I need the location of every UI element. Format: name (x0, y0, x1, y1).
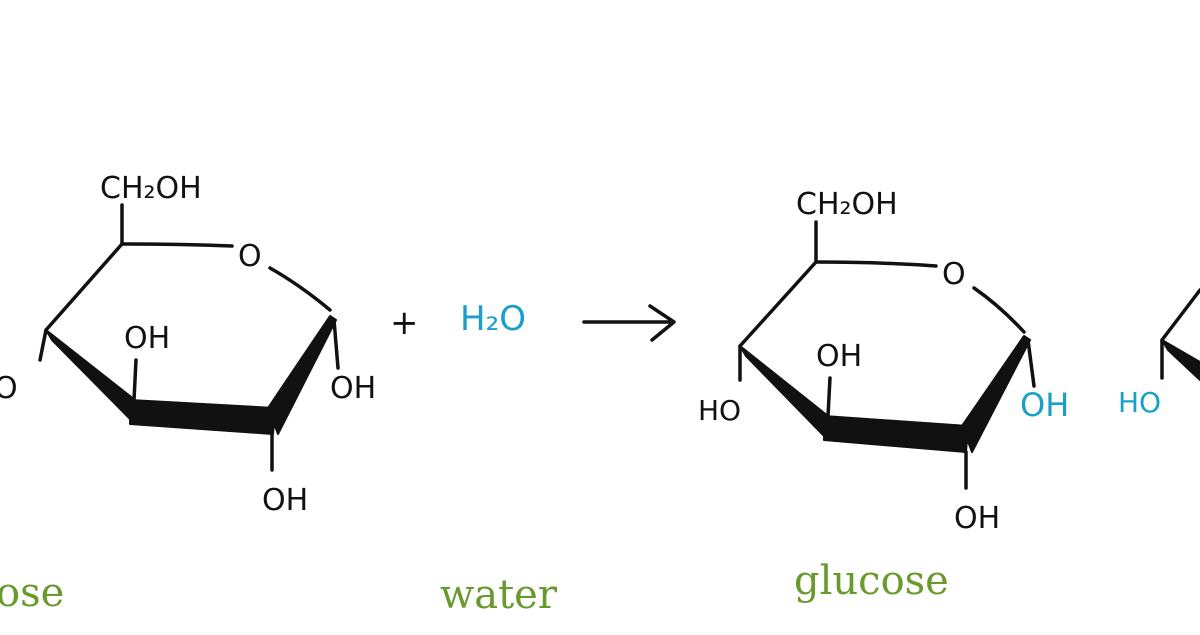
glucose-molecule: CH₂OH O OH OH OH HO glucose (698, 187, 1069, 604)
left-oh-top-label: OH (124, 321, 170, 356)
glucose-bond-c3-oh (826, 376, 832, 418)
water-name-label: water (440, 572, 558, 618)
right-ho-left-label: HO (1118, 386, 1161, 419)
reaction-arrow (582, 304, 676, 342)
right-bond-c5-c4 (1160, 288, 1200, 342)
water-formula-label: H₂O (460, 299, 526, 339)
right-bond-c4-c3-wedge (1161, 339, 1200, 381)
left-sugar-molecule: CH₂OH O OH OH OH O ose (0, 171, 376, 616)
left-ring-oxygen-label: O (238, 239, 262, 274)
glucose-oh-right-label: OH (1020, 386, 1069, 424)
left-bond-c4-c3-wedge (45, 329, 136, 425)
arrow-head (648, 304, 676, 342)
left-name-partial-label: ose (0, 570, 64, 616)
glucose-oh-top-label: OH (816, 339, 862, 374)
left-bond-c5-c4 (44, 242, 124, 332)
left-ch2oh-label: CH₂OH (100, 171, 202, 206)
left-bond-c5-o (120, 242, 234, 248)
glucose-bond-c5-o (814, 260, 938, 268)
plus-sign: + (390, 303, 419, 343)
left-bond-c3-c2-thick (129, 399, 276, 435)
left-bond-c4-o (38, 328, 48, 362)
left-o-partial-label: O (0, 371, 18, 406)
glucose-ch2oh-label: CH₂OH (796, 187, 898, 222)
glucose-bond-c3-c2-thick (823, 415, 969, 453)
glucose-bond-o-c1 (972, 286, 1026, 334)
left-bond-c3-oh (132, 358, 138, 402)
right-partial-molecule: HO (1118, 288, 1200, 419)
left-bond-c2-c1-wedge (267, 315, 337, 435)
glucose-ring-oxygen-label: O (942, 257, 966, 292)
glucose-bond-c5-c4 (738, 260, 818, 348)
glucose-bond-c1-oh (1026, 338, 1036, 388)
left-oh-right-label: OH (330, 371, 376, 406)
left-bond-c1-oh (332, 318, 340, 370)
glucose-bond-c4-c3-wedge (739, 345, 829, 441)
glucose-oh-bottom-label: OH (954, 501, 1000, 536)
left-oh-bottom-label: OH (262, 483, 308, 518)
glucose-name-label: glucose (794, 558, 949, 604)
glucose-ho-left-label: HO (698, 394, 741, 427)
left-bond-o-c1 (268, 266, 332, 312)
glucose-bond-c2-c1-wedge (961, 335, 1031, 453)
